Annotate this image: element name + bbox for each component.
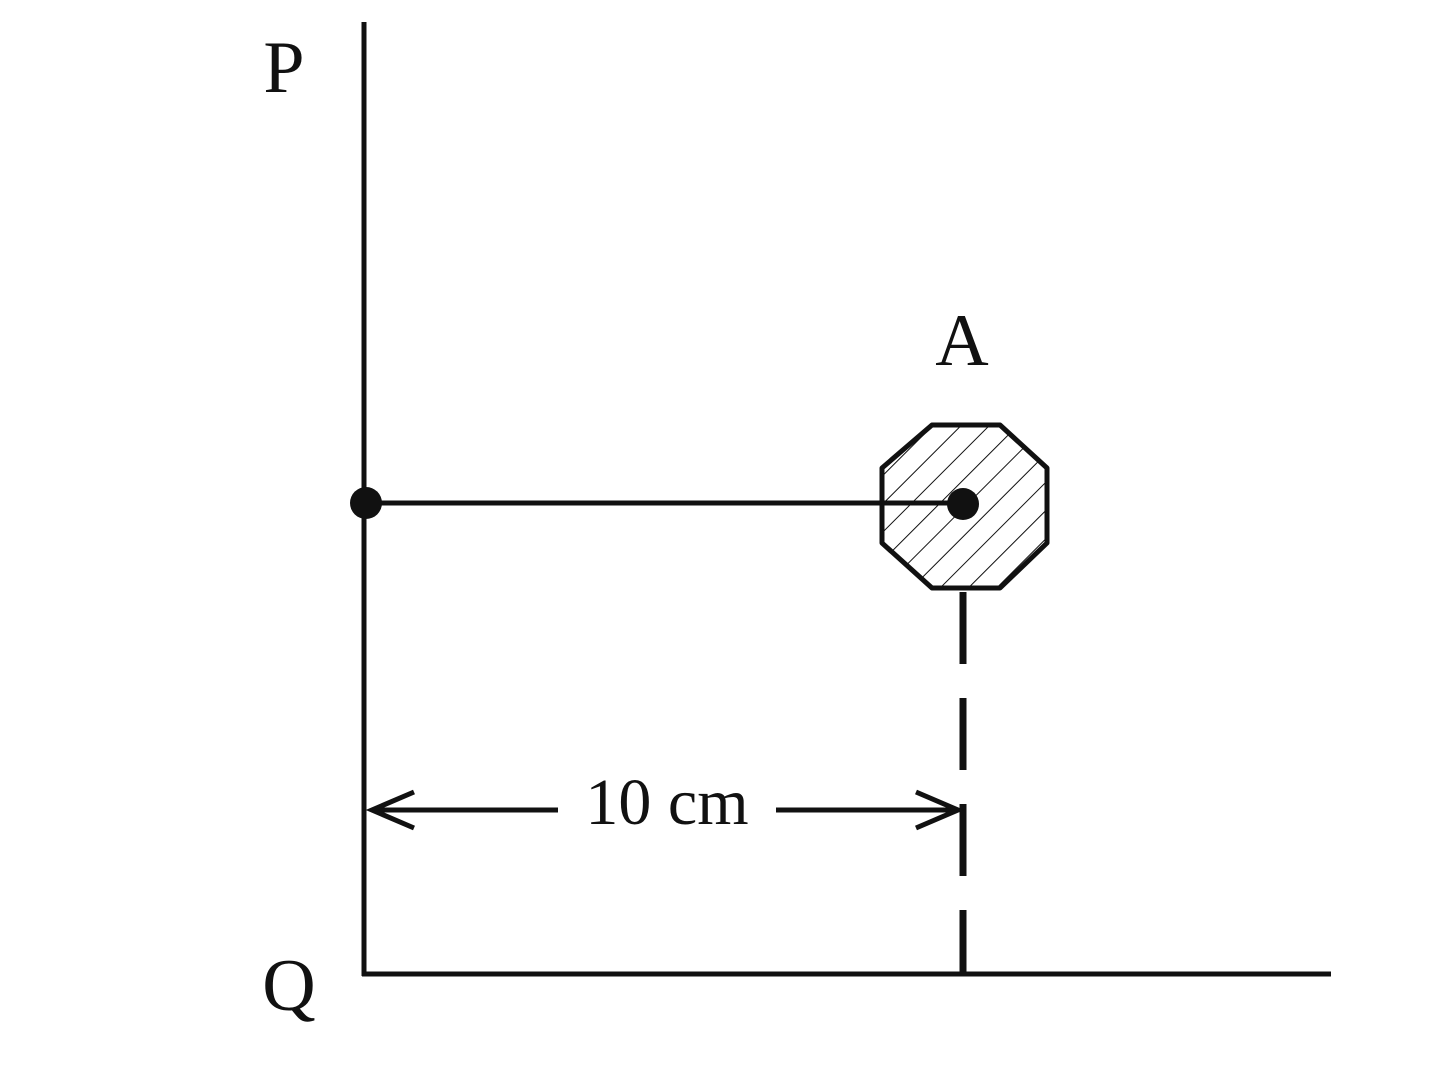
arrowhead-left: [365, 789, 415, 831]
label-p: P: [263, 27, 304, 109]
body-a: [879, 422, 1050, 591]
label-a: A: [935, 300, 988, 382]
body-a-center: [947, 488, 979, 520]
body-a-outline: [879, 422, 1050, 591]
arrowhead-right: [915, 789, 965, 831]
distance-label: 10 cm: [585, 766, 748, 839]
pivot-point: [350, 487, 382, 519]
distance-dimension: 10 cm: [365, 766, 965, 839]
label-q: Q: [262, 945, 315, 1027]
